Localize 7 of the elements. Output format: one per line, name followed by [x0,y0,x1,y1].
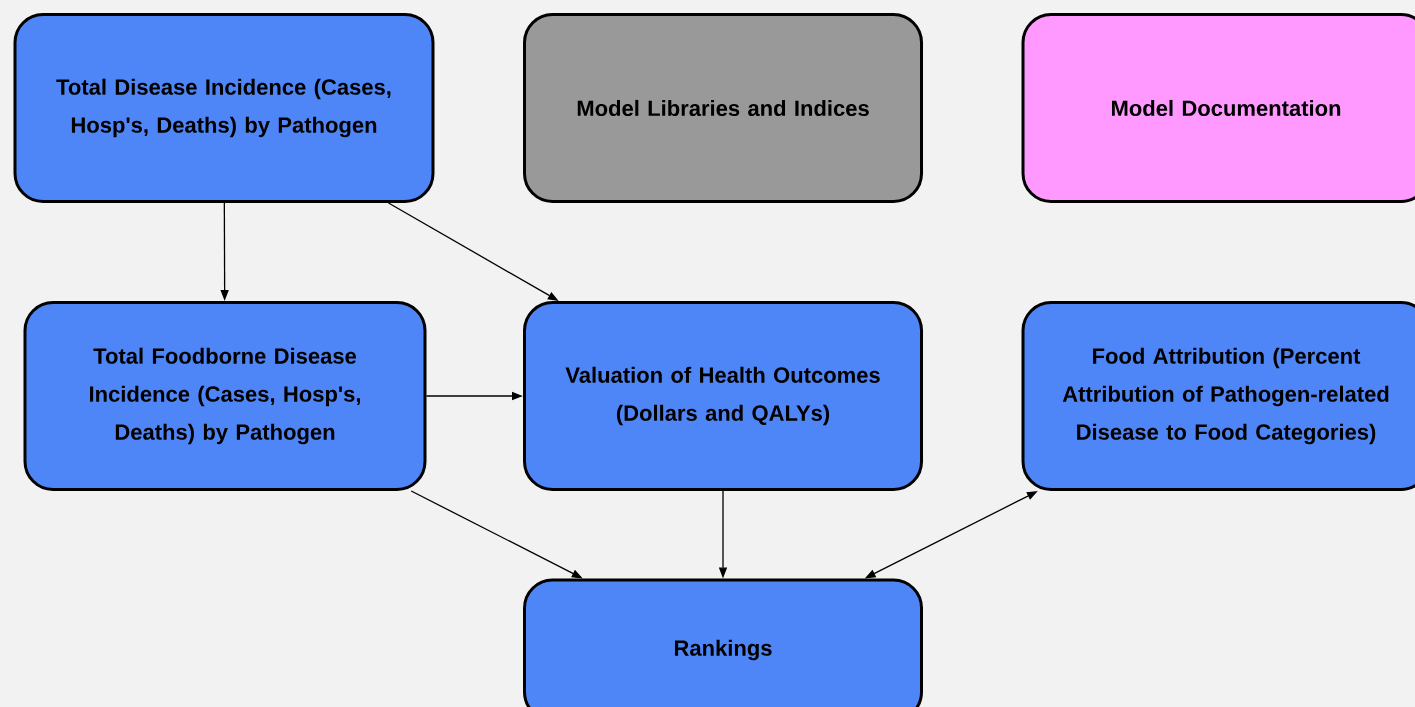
process-box: Total Disease Incidence (Cases, Hosp's, Deaths) by Pathogen [13,13,435,203]
process-box: Food Attribution (Percent Attribution of Pathogen-related Disease to Food Categories) [1021,301,1415,491]
process-box: Valuation of Health Outcomes (Dollars and QALYs) [523,301,923,491]
process-box: Model Libraries and Indices [523,13,923,203]
process-box: Total Foodborne Disease Incidence (Cases, Hosp's, Deaths) by Pathogen [23,301,427,491]
process-box: Rankings [523,578,923,707]
process-box: Model Documentation [1021,13,1415,203]
